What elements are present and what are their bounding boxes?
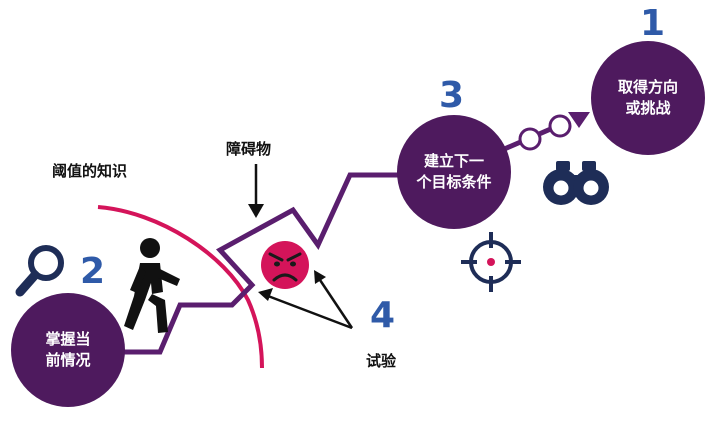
step-1-number: 1 (640, 3, 666, 44)
magnifier-icon (15, 245, 64, 297)
experiment-arrows (258, 270, 354, 330)
step-2-label: 掌握当 前情况 (45, 330, 91, 369)
threshold-arc (97, 205, 264, 369)
angry-face-icon (261, 241, 309, 289)
step-4-number: 4 (370, 295, 396, 336)
binoculars-icon (543, 161, 609, 205)
walking-person-icon (124, 238, 180, 333)
experiment-label: 试验 (366, 352, 397, 370)
step-3-circle (397, 115, 511, 229)
threshold-label: 阈值的知识 (52, 162, 128, 180)
obstacle-arrow (248, 164, 264, 218)
step-1-circle (591, 41, 705, 155)
step-2-number: 2 (80, 251, 106, 292)
obstacle-label: 障碍物 (226, 140, 272, 158)
step-3-number: 3 (439, 75, 465, 116)
crosshair-target-icon (461, 232, 521, 292)
arrow-with-rings-icon (518, 112, 590, 151)
step-1-label: 取得方向 或挑战 (617, 78, 678, 117)
step-2-circle (11, 293, 125, 407)
step-3-label: 建立下一 个目标条件 (416, 152, 492, 191)
